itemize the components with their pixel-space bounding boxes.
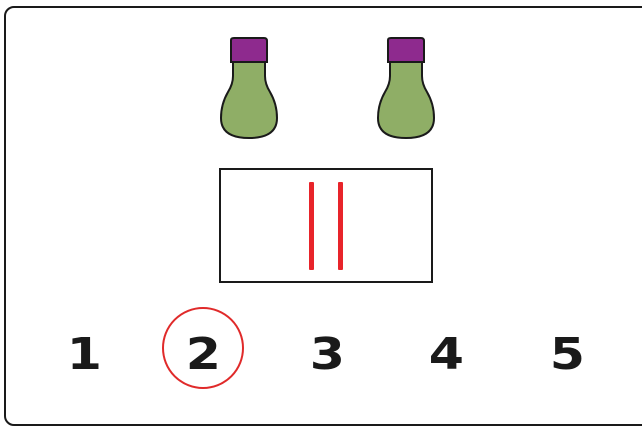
tally-mark [338,182,343,270]
answer-choice-label: 3 [309,329,345,380]
bottle-cap [230,37,268,63]
tally-box [219,168,433,283]
answer-choice-3[interactable]: 3 [287,320,367,390]
bottle-icon [216,36,282,144]
answer-choice-label: 1 [66,329,102,380]
tally-mark [309,182,314,270]
bottle-body [219,61,279,140]
answer-choice-label: 4 [428,329,464,380]
answer-choice-label: 5 [549,329,585,380]
bottle-body [376,61,436,140]
answer-choice-4[interactable]: 4 [406,320,486,390]
bottle-icon-graphic [219,37,279,140]
bottle-icon [373,36,439,144]
bottle-cap [387,37,425,63]
answer-choice-1[interactable]: 1 [44,320,124,390]
answer-choice-5[interactable]: 5 [527,320,607,390]
bottle-icon-graphic [376,37,436,140]
answer-choice-2[interactable]: 2 [163,320,243,390]
answer-choice-label: 2 [185,329,221,380]
